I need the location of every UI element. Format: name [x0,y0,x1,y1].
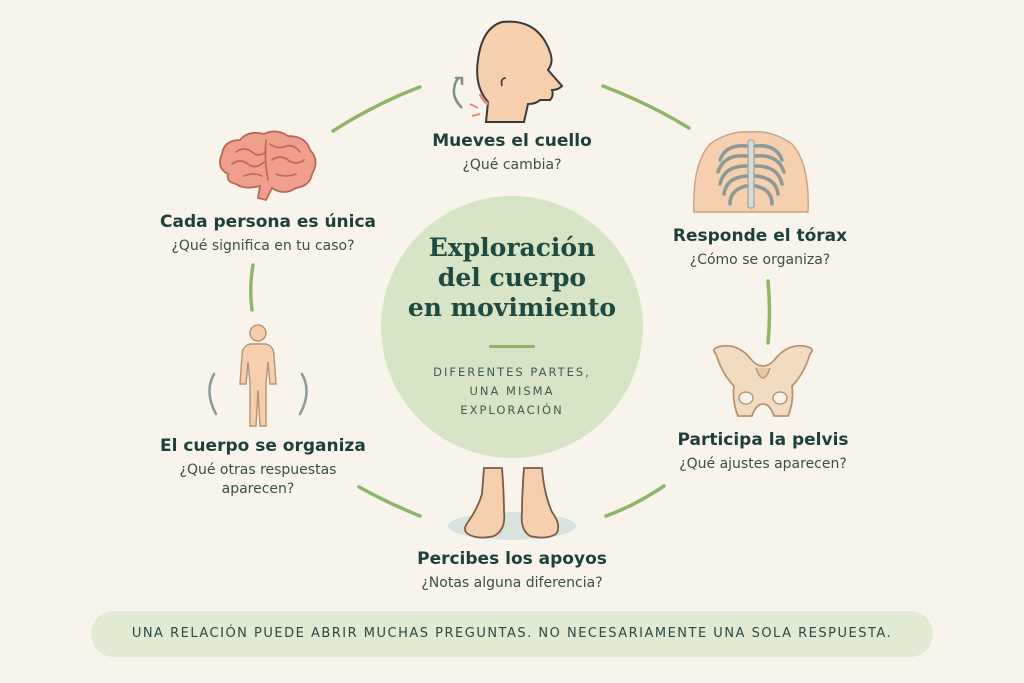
node-neck: Mueves el cuello ¿Qué cambia? [412,131,612,175]
node-pelvis: Participa la pelvis ¿Qué ajustes aparece… [663,430,863,474]
node-feet-title: Percibes los apoyos [417,549,607,569]
node-neck-title: Mueves el cuello [432,131,592,151]
arc-neck-thorax [601,84,691,130]
brain-icon [219,130,317,202]
arc-brain-neck [331,85,422,133]
arc-pelvis-feet [604,484,666,518]
bottom-banner: UNA RELACIÓN PUEDE ABRIR MUCHAS PREGUNTA… [91,611,933,657]
node-brain: Cada persona es única ¿Qué significa en … [160,212,377,256]
node-feet-question: ¿Notas alguna diferencia? [421,575,603,591]
feet-icon [448,467,576,540]
node-feet: Percibes los apoyos ¿Notas alguna difere… [400,549,624,593]
arc-feet-body [357,485,422,518]
node-pelvis-title: Participa la pelvis [677,430,849,450]
head-neck-icon [452,20,564,123]
body-figure-icon [208,324,308,427]
node-pelvis-question: ¿Qué ajustes aparecen? [679,456,847,472]
node-thorax: Responde el tórax ¿Cómo se organiza? [660,226,860,270]
pelvis-icon [713,344,813,417]
node-thorax-title: Responde el tórax [672,226,848,246]
ribcage-icon [693,131,809,213]
arc-thorax-pelvis [766,279,772,345]
node-body-question: ¿Qué otras respuestas aparecen? [179,462,337,497]
node-brain-question: ¿Qué significa en tu caso? [171,238,355,254]
center-subtitle: DIFERENTES PARTES, UNA MISMA EXPLORACIÓN [433,365,591,417]
node-body: El cuerpo se organiza ¿Qué otras respues… [160,436,366,499]
node-neck-question: ¿Qué cambia? [462,157,562,173]
center-divider [489,345,535,348]
node-thorax-question: ¿Cómo se organiza? [689,252,831,268]
center-title: Exploración del cuerpo en movimiento [407,233,617,322]
node-brain-title: Cada persona es única [160,212,377,232]
arc-body-brain [248,263,255,312]
center-circle: Exploración del cuerpo en movimiento DIF… [381,196,643,458]
node-body-title: El cuerpo se organiza [160,436,366,456]
